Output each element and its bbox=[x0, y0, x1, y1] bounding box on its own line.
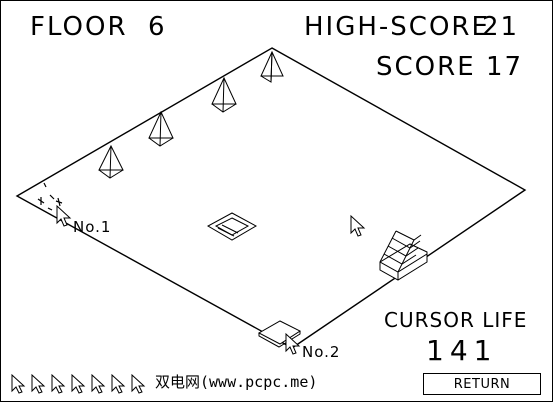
cursor-life-label: CURSOR LIFE bbox=[384, 308, 528, 332]
player-2-cursor-icon bbox=[285, 332, 301, 355]
pyramid-icon bbox=[148, 110, 174, 147]
high-score-label: HIGH-SCORE bbox=[304, 12, 490, 42]
mouse-cursor-icon bbox=[350, 214, 366, 237]
stairs-icon bbox=[379, 230, 428, 281]
pyramid-icon bbox=[211, 76, 237, 113]
floor-plane bbox=[15, 47, 527, 349]
return-button[interactable]: RETURN bbox=[423, 373, 541, 395]
arrow-cursor-icon bbox=[111, 374, 126, 394]
remaining-cursors bbox=[10, 374, 146, 394]
player-1-cursor-icon bbox=[56, 204, 72, 227]
player-1-label: No.1 bbox=[73, 218, 112, 236]
score-label: SCORE bbox=[376, 52, 476, 82]
arrow-cursor-icon bbox=[71, 374, 86, 394]
arrow-cursor-icon bbox=[131, 374, 146, 394]
arrow-cursor-icon bbox=[31, 374, 46, 394]
sparkle-icon bbox=[37, 182, 63, 211]
pit-icon bbox=[206, 212, 258, 241]
high-score-value: 21 bbox=[482, 12, 520, 42]
arrow-cursor-icon bbox=[51, 374, 66, 394]
floor-label: FLOOR bbox=[30, 12, 128, 42]
arrow-cursor-icon bbox=[11, 374, 26, 394]
cursor-life-value: 141 bbox=[426, 334, 498, 367]
pyramid-icon bbox=[260, 50, 284, 83]
watermark: 双电网(www.pcpc.me) bbox=[155, 373, 318, 391]
arrow-cursor-icon bbox=[91, 374, 106, 394]
score-value: 17 bbox=[486, 52, 524, 82]
floor-value: 6 bbox=[148, 12, 167, 42]
pyramid-icon bbox=[98, 144, 124, 179]
player-2-label: No.2 bbox=[302, 343, 341, 361]
start-pad-icon bbox=[257, 320, 302, 348]
